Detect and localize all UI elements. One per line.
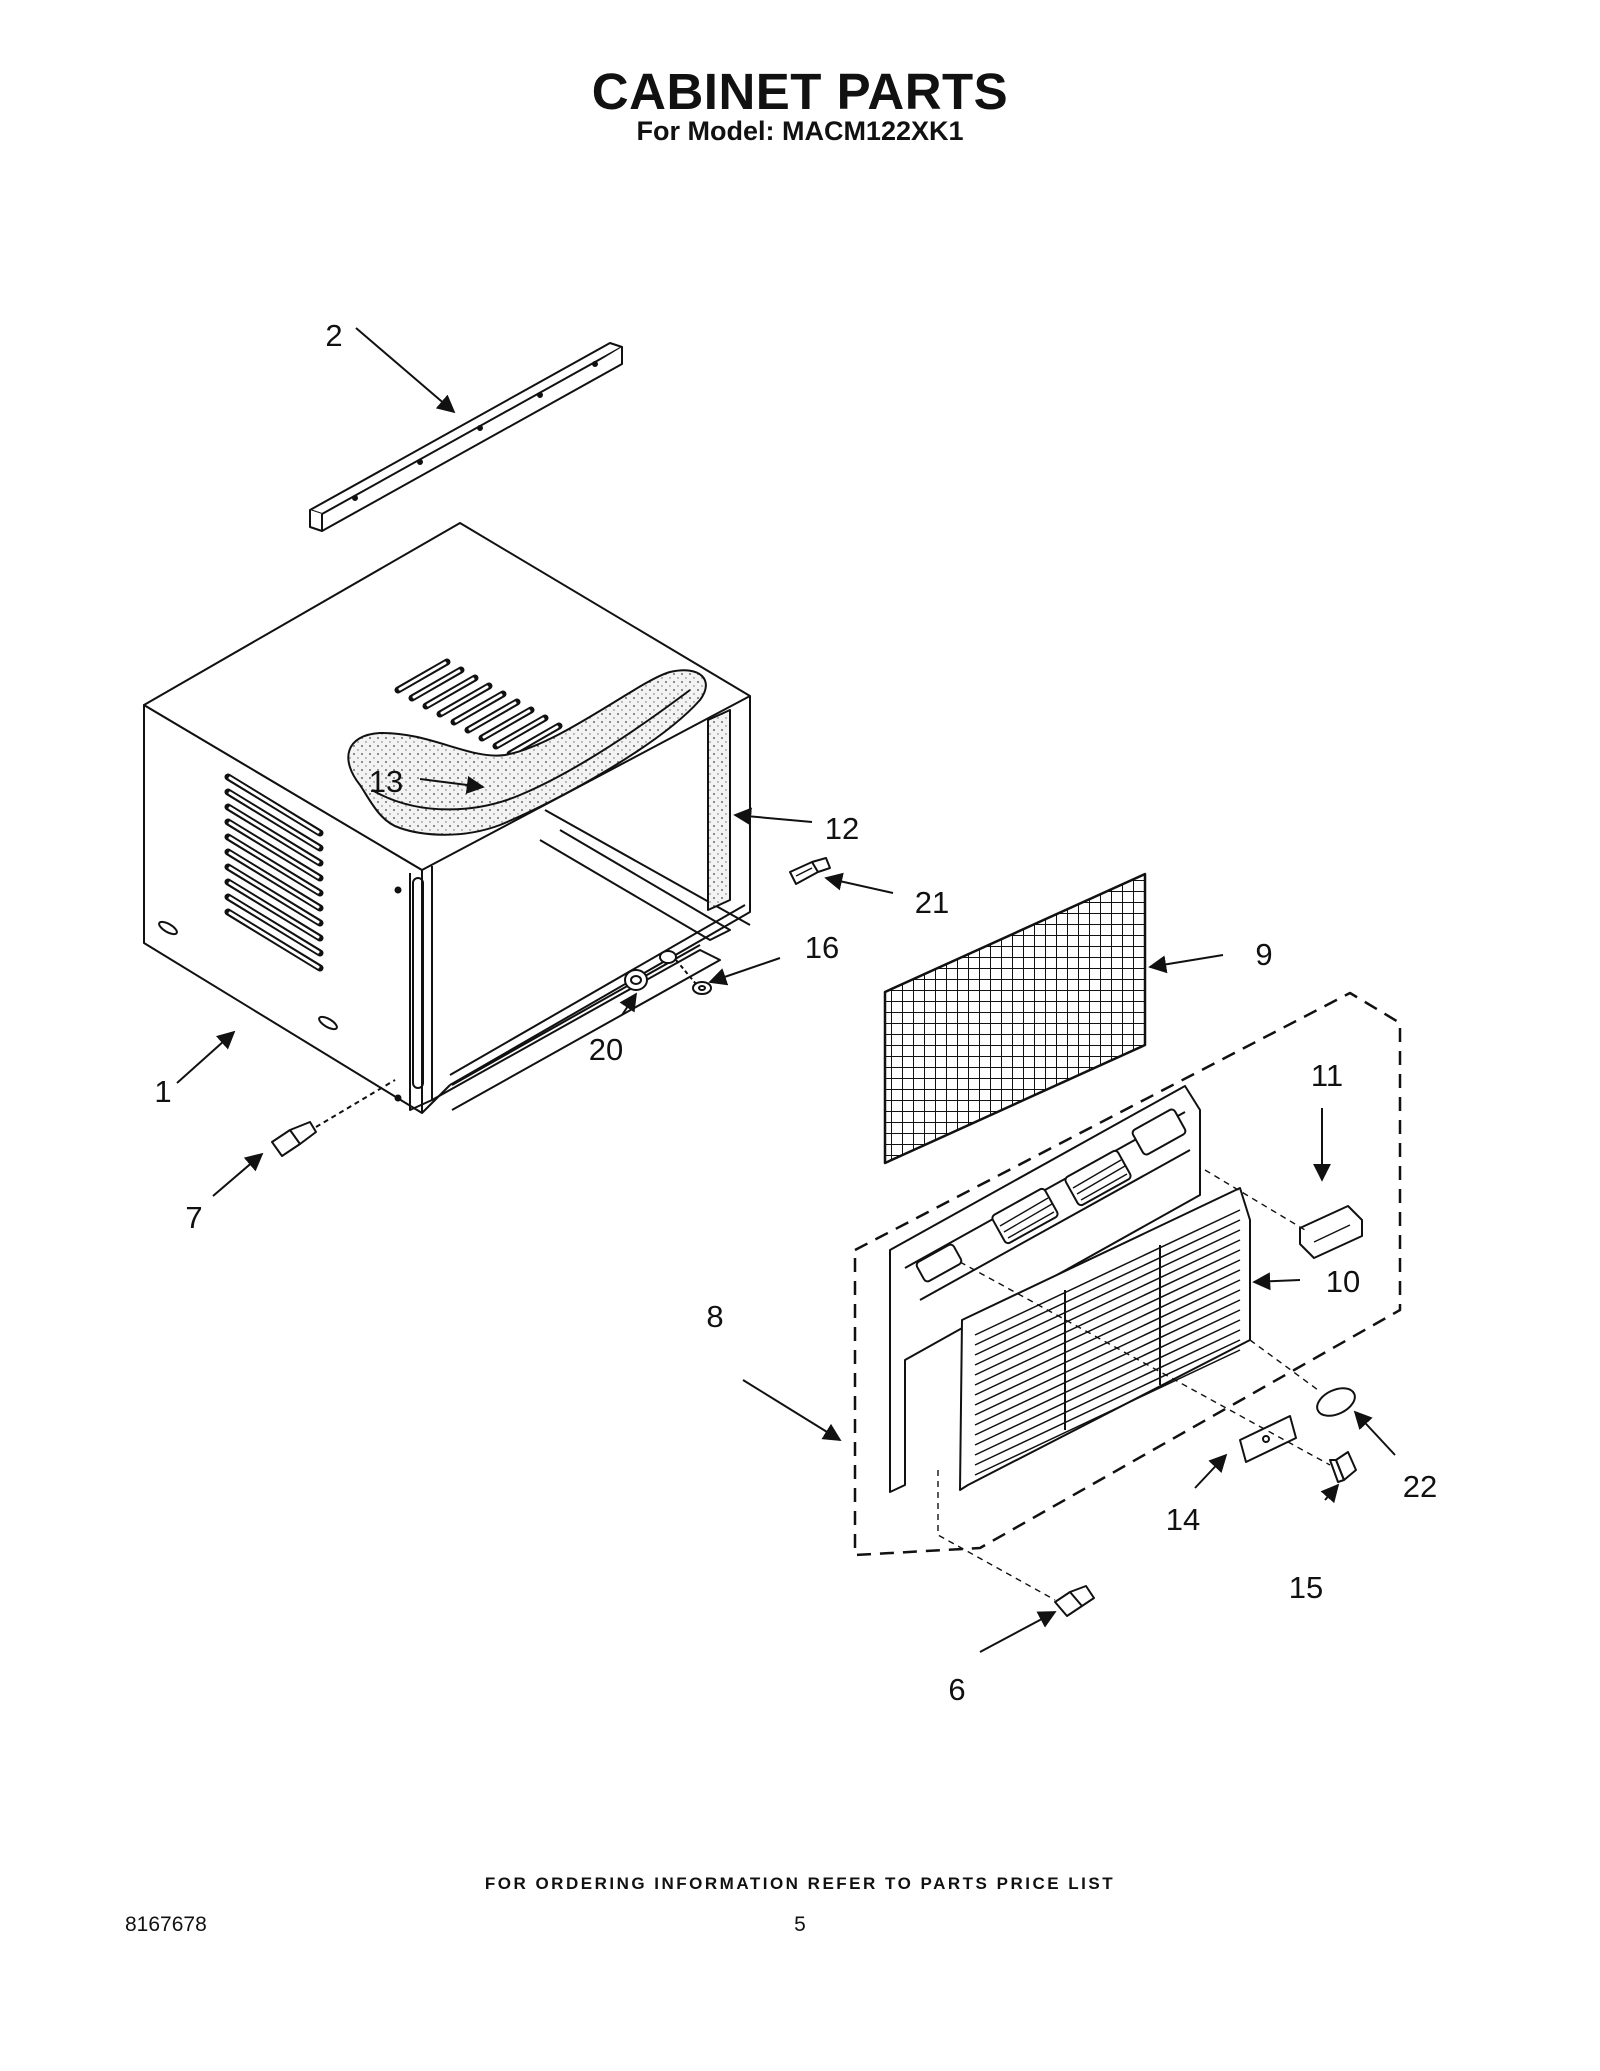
callout-12: 12 [825, 811, 859, 846]
screw-21-part [789, 857, 831, 885]
side-foam-strip-part [707, 709, 731, 911]
badge-22-part [1316, 1387, 1356, 1417]
callout-8: 8 [706, 1299, 723, 1334]
top-foam-seal-part [347, 669, 707, 836]
callout-9: 9 [1255, 937, 1272, 972]
callout-7: 7 [185, 1200, 202, 1235]
knob-11-part [1299, 1205, 1363, 1259]
callout-20: 20 [589, 1032, 623, 1067]
model-subtitle: For Model: MACM122XK1 [636, 116, 964, 146]
callout-14: 14 [1166, 1502, 1200, 1537]
callout-2: 2 [325, 318, 342, 353]
document-number: 8167678 [125, 1913, 207, 1936]
callout-11: 11 [1311, 1058, 1343, 1093]
washer-16-part [659, 950, 712, 995]
callout-22: 22 [1403, 1469, 1437, 1504]
callout-1: 1 [154, 1074, 171, 1109]
grommet-20-part [624, 969, 648, 991]
callout-6: 6 [948, 1672, 965, 1707]
callout-10: 10 [1326, 1264, 1360, 1299]
badge-14-part [1239, 1415, 1297, 1463]
callout-21: 21 [915, 885, 949, 920]
screw-6-part [1054, 1585, 1095, 1617]
screw-7-part [271, 1079, 396, 1157]
callout-16: 16 [805, 930, 839, 965]
callout-15: 15 [1289, 1570, 1323, 1605]
leader-lines [176, 327, 1396, 1653]
cabinet-shell-part [143, 522, 751, 1114]
ordering-note: FOR ORDERING INFORMATION REFER TO PARTS … [484, 1874, 1116, 1893]
front-grille-part [959, 1187, 1251, 1491]
knob-15-part [1329, 1451, 1357, 1483]
front-panel-assembly-part [853, 991, 1402, 1601]
page-title: CABINET PARTS [591, 63, 1009, 120]
page-number: 5 [794, 1913, 806, 1936]
top-rail-part [309, 342, 623, 532]
air-filter-part [883, 872, 1147, 1165]
callout-13: 13 [369, 764, 403, 799]
callout-labels: 2 1 7 13 12 21 16 20 9 11 10 8 22 14 15 … [154, 318, 1437, 1707]
